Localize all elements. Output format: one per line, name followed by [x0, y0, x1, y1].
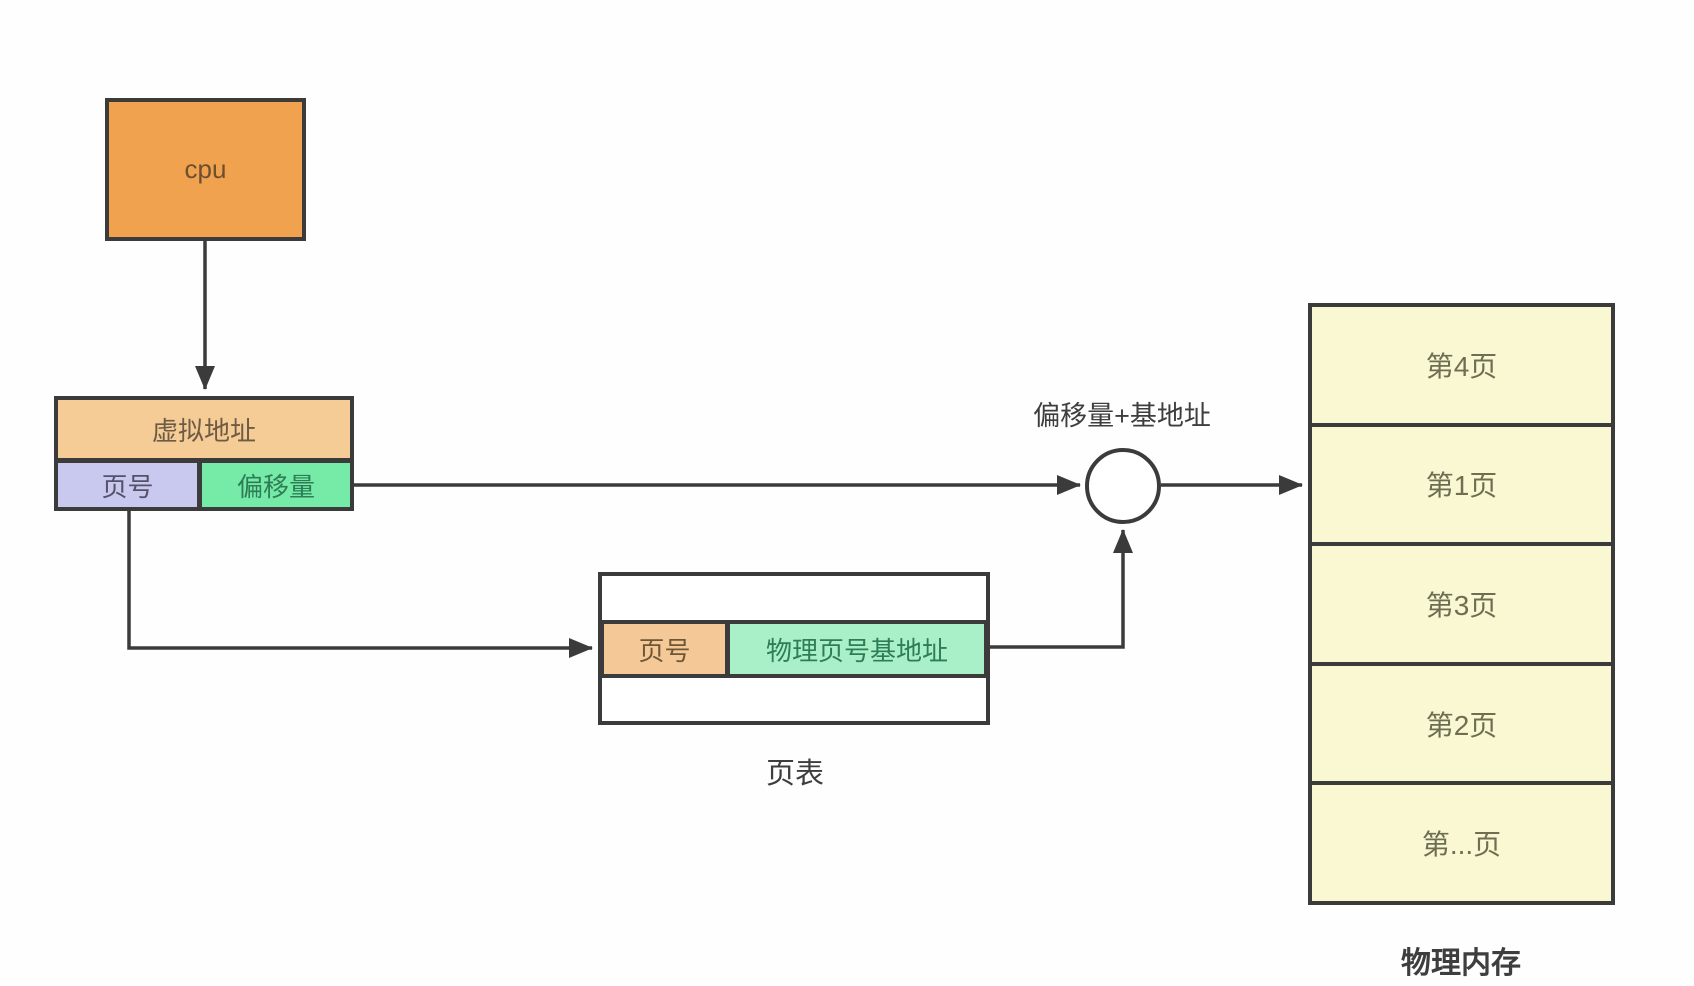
- virtual-address-label: 虚拟地址: [151, 415, 256, 446]
- page-table-caption: 页表: [765, 758, 824, 790]
- virtual-address-offset-cell: 偏移量: [198, 459, 354, 511]
- page-number-label: 页号: [101, 471, 154, 502]
- cpu-box: cpu: [105, 98, 306, 241]
- page-table-base-address-cell: 物理页号基地址: [726, 620, 988, 678]
- adder-circle: [1085, 448, 1161, 524]
- page-table-page-number-cell: 页号: [600, 620, 729, 678]
- page-table-page-number-label: 页号: [638, 635, 691, 666]
- arrow-base-address-to-adder: [988, 529, 1133, 649]
- page-table-base-address-label: 物理页号基地址: [765, 635, 948, 666]
- virtual-address-page-number-cell: 页号: [54, 459, 201, 511]
- virtual-address-box: 虚拟地址: [54, 396, 354, 462]
- physical-memory-box: 第4页 第1页 第3页 第2页 第...页: [1308, 303, 1615, 905]
- physical-memory-caption: 物理内存: [1401, 947, 1521, 980]
- memory-page-row: 第2页: [1312, 661, 1611, 782]
- offset-label: 偏移量: [236, 471, 315, 502]
- memory-page-row: 第...页: [1312, 781, 1611, 901]
- adder-caption: 偏移量+基地址: [1033, 401, 1211, 431]
- memory-page-row: 第1页: [1312, 422, 1611, 543]
- memory-page-row: 第4页: [1312, 307, 1611, 423]
- memory-page-row: 第3页: [1312, 542, 1611, 662]
- arrow-page-number-to-page-table: [127, 511, 593, 658]
- cpu-label: cpu: [184, 154, 227, 184]
